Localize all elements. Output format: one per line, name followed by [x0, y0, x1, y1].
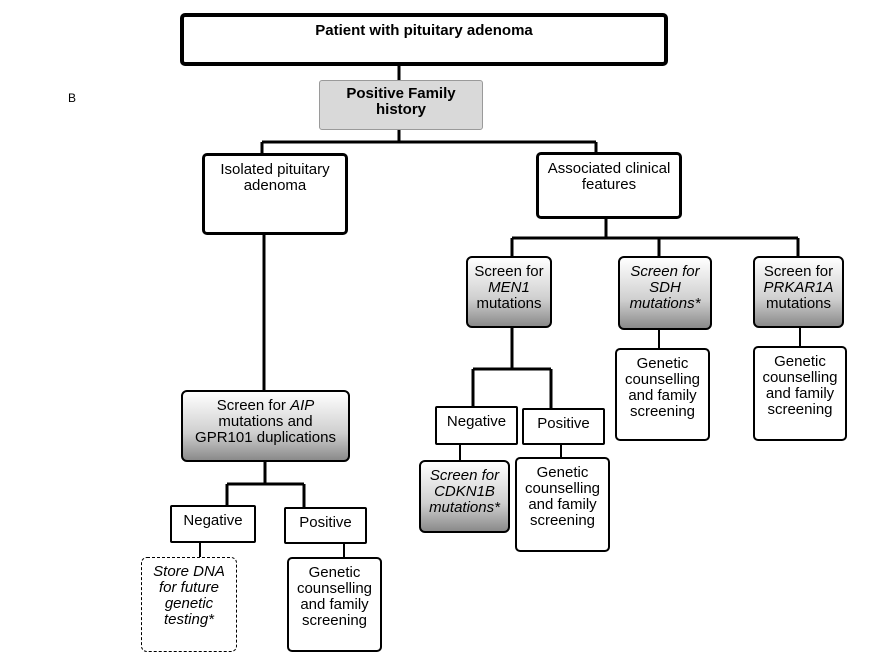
counselling-line4: screening	[301, 612, 368, 629]
counselling-line3: and family	[765, 385, 835, 402]
prkar1a-screen-box: Screen for PRKAR1A mutations	[753, 256, 844, 328]
root-box: Patient with pituitary adenoma	[180, 13, 668, 66]
men1-gene: MEN1	[488, 279, 530, 296]
counselling-line1: Genetic	[308, 564, 361, 581]
isolated-line1: Isolated pituitary	[220, 161, 330, 178]
counselling-line2: counselling	[296, 580, 373, 597]
men1-positive-label: Positive	[537, 415, 590, 432]
sdh-gene: SDH	[649, 279, 681, 296]
counselling-line2: counselling	[624, 371, 701, 388]
aip-line1: Screen for AIP	[217, 398, 315, 414]
counselling-line2: counselling	[762, 369, 838, 386]
sdh-line3: mutations*	[629, 295, 701, 312]
aip-line3: GPR101 duplications	[195, 429, 336, 446]
store-dna-line2: for future	[158, 579, 220, 596]
men1-line3: mutations	[476, 295, 542, 312]
cdkn1b-line2: CDKN1B	[434, 483, 495, 500]
men1-line1: Screen for	[474, 263, 544, 280]
cdkn1b-line3: mutations*	[429, 499, 500, 516]
prkar1a-gene: PRKAR1A	[763, 279, 834, 296]
sdh-line1: Screen for	[630, 263, 700, 280]
aip-positive-label: Positive	[299, 514, 352, 531]
aip-line2: mutations and	[218, 413, 313, 430]
counselling-line1: Genetic	[636, 355, 689, 372]
associated-line2: features	[581, 176, 637, 193]
men1-positive-box: Positive	[522, 408, 605, 445]
aip-counselling-box: Genetic counselling and family screening	[287, 557, 382, 652]
aip-negative-label: Negative	[183, 512, 243, 529]
cdkn1b-screen-box: Screen for CDKN1B mutations*	[419, 460, 510, 533]
associated-features-box: Associated clinical features	[536, 152, 682, 219]
counselling-line1: Genetic	[536, 464, 589, 481]
isolated-adenoma-box: Isolated pituitary adenoma	[202, 153, 348, 235]
prkar1a-counselling-box: Genetic counselling and family screening	[753, 346, 847, 441]
store-dna-line3: genetic	[164, 595, 214, 612]
prkar1a-line3: mutations	[765, 295, 832, 312]
store-dna-box: Store DNA for future genetic testing*	[141, 557, 237, 652]
counselling-line3: and family	[300, 596, 369, 613]
counselling-line2: counselling	[524, 480, 601, 497]
store-dna-line4: testing*	[163, 611, 215, 628]
counselling-line4: screening	[767, 401, 833, 418]
associated-line1: Associated clinical	[547, 160, 671, 177]
counselling-line4: screening	[529, 512, 596, 529]
aip-prefix: Screen for	[216, 397, 291, 414]
cdkn1b-line1: Screen for	[429, 467, 500, 484]
men1-counselling-box: Genetic counselling and family screening	[515, 457, 610, 552]
store-dna-line1: Store DNA	[153, 563, 225, 580]
family-history-line1: Positive Family	[346, 85, 456, 102]
counselling-line1: Genetic	[774, 353, 826, 370]
men1-negative-box: Negative	[435, 406, 518, 445]
family-history-line2: history	[375, 101, 426, 118]
men1-negative-label: Negative	[446, 413, 507, 430]
counselling-line3: and family	[628, 387, 697, 404]
prkar1a-line1: Screen for	[763, 263, 834, 280]
isolated-line2: adenoma	[243, 177, 307, 194]
counselling-line3: and family	[528, 496, 597, 513]
aip-negative-box: Negative	[170, 505, 256, 543]
aip-positive-box: Positive	[284, 507, 367, 544]
counselling-line4: screening	[629, 403, 696, 420]
aip-screen-box: Screen for AIP mutations and GPR101 dupl…	[181, 390, 350, 462]
root-label: Patient with pituitary adenoma	[315, 22, 533, 39]
panel-label: B	[68, 91, 77, 105]
sdh-screen-box: Screen for SDH mutations*	[618, 256, 712, 330]
men1-screen-box: Screen for MEN1 mutations	[466, 256, 552, 328]
sdh-counselling-box: Genetic counselling and family screening	[615, 348, 710, 441]
family-history-box: Positive Family history	[319, 80, 483, 130]
aip-gene: AIP	[290, 397, 315, 414]
